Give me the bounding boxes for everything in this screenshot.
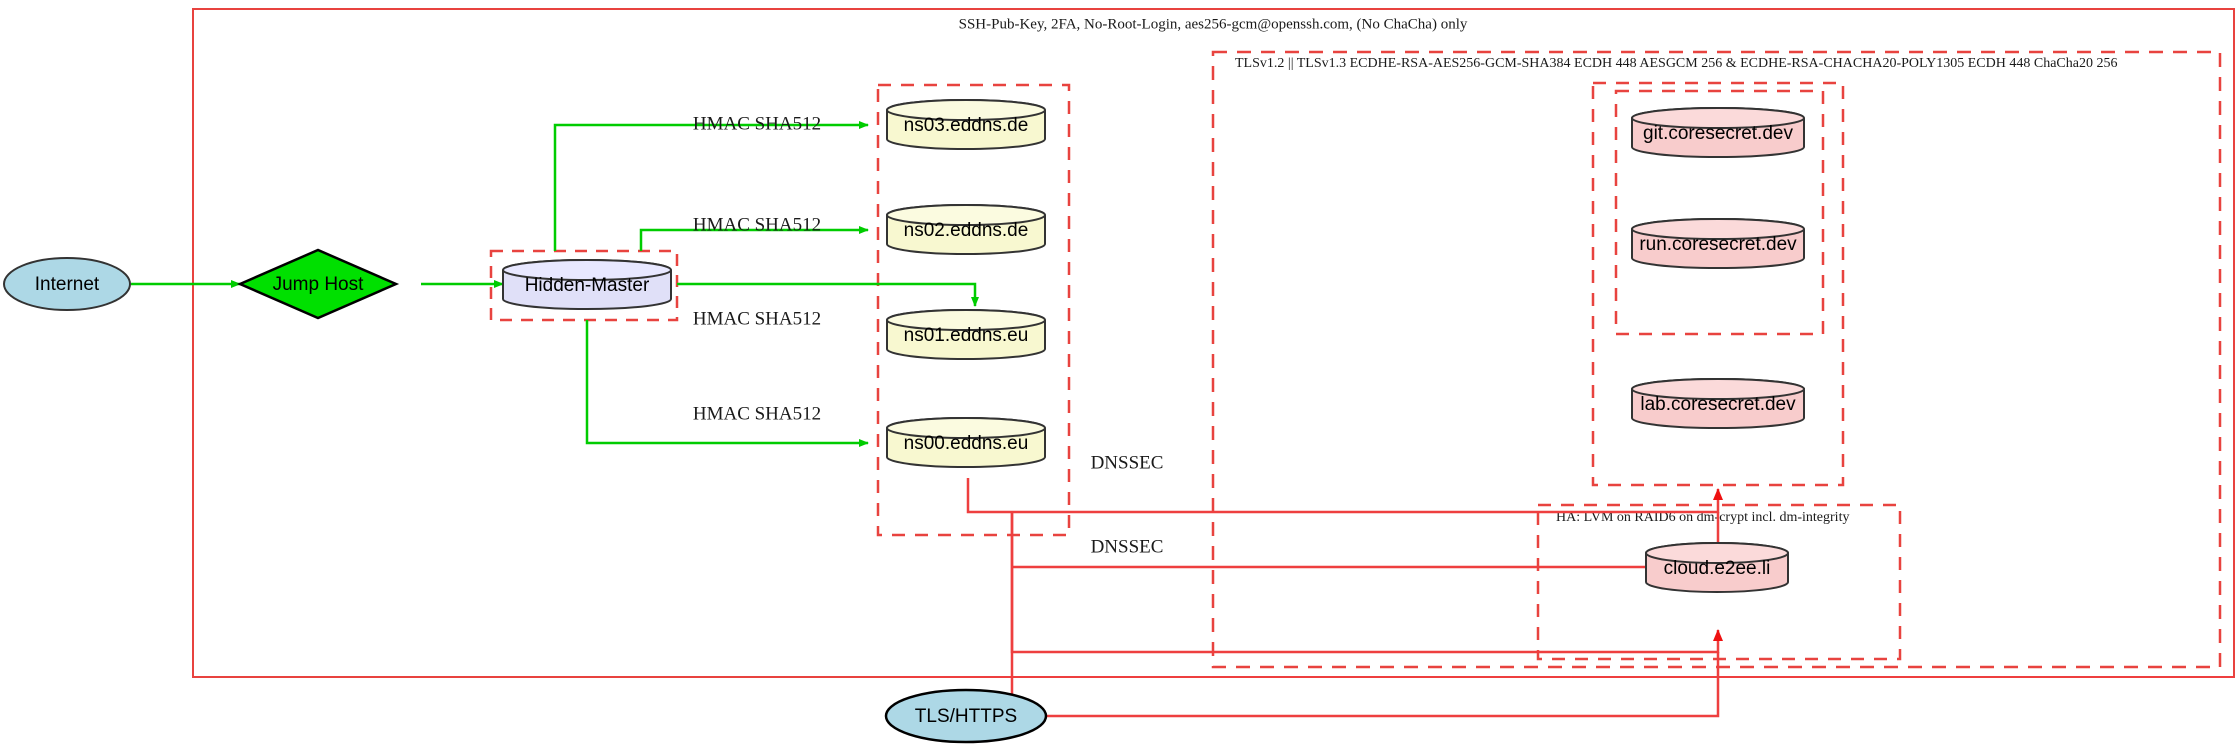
node-ns03[interactable]: ns03.eddns.de [886, 99, 1046, 150]
node-git-coresecret-label: git.coresecret.dev [1643, 123, 1793, 144]
node-git-coresecret[interactable]: git.coresecret.dev [1631, 107, 1805, 158]
node-run-coresecret-label: run.coresecret.dev [1639, 234, 1797, 255]
coresecret-inner-box [1614, 89, 1825, 336]
node-jump-host-label: Jump Host [273, 274, 365, 295]
node-ns02-label: ns02.eddns.de [904, 220, 1029, 241]
ha-group-label: HA: LVM on RAID6 on dm-crypt incl. dm-in… [1556, 510, 1849, 525]
node-tls-https[interactable]: TLS/HTTPS [884, 688, 1048, 744]
ssh-boundary-label: SSH-Pub-Key, 2FA, No-Root-Login, aes256-… [959, 16, 1468, 32]
node-hidden-master[interactable]: Hidden-Master [502, 259, 672, 310]
edge-dnssec-upper [966, 478, 1723, 514]
tls-group-label: TLSv1.2 || TLSv1.3 ECDHE-RSA-AES256-GCM-… [1235, 56, 2117, 71]
node-run-coresecret[interactable]: run.coresecret.dev [1631, 218, 1805, 269]
node-ns03-label: ns03.eddns.de [904, 115, 1029, 136]
node-ns01[interactable]: ns01.eddns.eu [886, 309, 1046, 360]
node-hidden-master-label: Hidden-Master [525, 275, 650, 296]
edge-label-dnssec-upper: DNSSEC [1091, 452, 1164, 473]
edge-label-hmac-ns03: HMAC SHA512 [693, 113, 821, 134]
edge-label-dnssec-lower: DNSSEC [1091, 536, 1164, 557]
edge-master-ns03 [553, 121, 869, 251]
node-internet[interactable]: Internet [3, 257, 131, 311]
node-jump-host[interactable]: Jump Host [236, 248, 400, 320]
tls-group-box [1211, 50, 2222, 669]
edge-label-hmac-ns00: HMAC SHA512 [693, 403, 821, 424]
edge-tls-https-route [1046, 652, 1720, 718]
hidden-master-group-box [489, 249, 679, 322]
node-ns02[interactable]: ns02.eddns.de [886, 204, 1046, 255]
node-ns01-label: ns01.eddns.eu [904, 325, 1029, 346]
node-lab-coresecret[interactable]: lab.coresecret.dev [1631, 378, 1805, 429]
node-cloud-e2ee-label: cloud.e2ee.li [1664, 558, 1771, 579]
edge-master-ns00 [585, 320, 869, 447]
node-ns00-label: ns00.eddns.eu [904, 433, 1029, 454]
dns-group-box [876, 83, 1071, 537]
node-tls-https-label: TLS/HTTPS [915, 706, 1017, 727]
edge-master-ns02 [639, 226, 869, 251]
edge-label-hmac-ns01: HMAC SHA512 [693, 308, 821, 329]
edge-master-ns01 [677, 282, 979, 307]
node-ns00[interactable]: ns00.eddns.eu [886, 417, 1046, 468]
node-internet-label: Internet [35, 274, 100, 295]
edge-label-hmac-ns02: HMAC SHA512 [693, 214, 821, 235]
node-cloud-e2ee[interactable]: cloud.e2ee.li [1645, 542, 1789, 593]
node-lab-coresecret-label: lab.coresecret.dev [1640, 394, 1796, 415]
coresecret-outer-box [1591, 81, 1845, 487]
edge-dnssec-lower [1010, 512, 1723, 654]
